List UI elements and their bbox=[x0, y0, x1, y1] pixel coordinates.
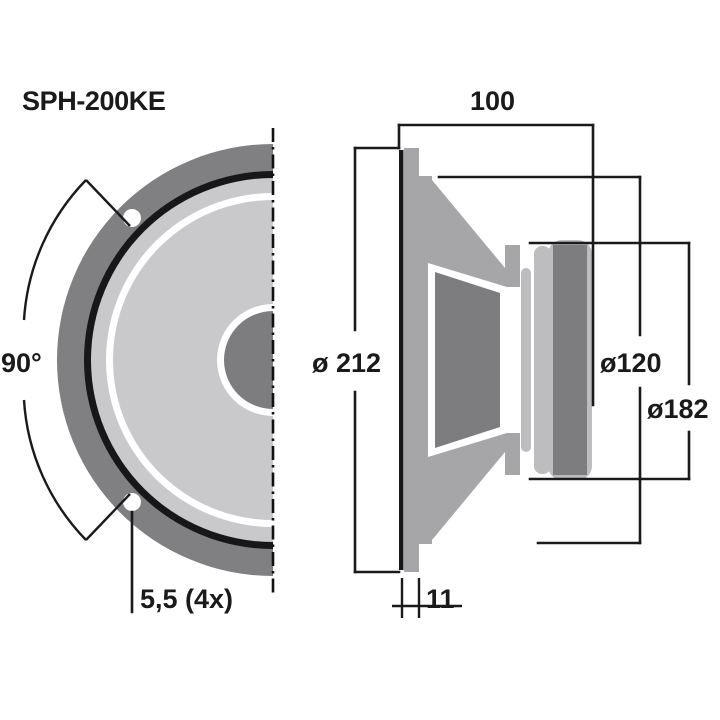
flange-gasket-line bbox=[399, 150, 404, 570]
angle-arc-lower bbox=[22, 399, 87, 541]
mounting-flange bbox=[404, 148, 419, 572]
cutout-diameter-label: ø120 bbox=[600, 348, 662, 378]
outer-diameter-dimension: ø 212 bbox=[312, 146, 401, 574]
cutout-diameter-dimension: ø120 bbox=[437, 175, 662, 545]
mounting-hole-bottom bbox=[123, 493, 141, 511]
bolt-circle-dimension: ø182 bbox=[528, 241, 709, 481]
cone-section bbox=[435, 272, 500, 448]
hole-size-label: 5,5 (4x) bbox=[140, 584, 233, 614]
cone-inner bbox=[113, 200, 273, 520]
bolt-circle-label: ø182 bbox=[647, 394, 709, 424]
speaker-section-body bbox=[399, 148, 592, 572]
speaker-front-body bbox=[57, 144, 273, 576]
flange-thickness-label: 11 bbox=[426, 584, 455, 614]
front-view-group: 90° 5,5 (4x) bbox=[1, 128, 275, 614]
hole-dimension-group: 5,5 (4x) bbox=[130, 510, 233, 614]
angle-arc-upper bbox=[22, 179, 87, 321]
magnet-core bbox=[553, 245, 587, 475]
mounting-hole-top bbox=[123, 209, 141, 227]
dustcap bbox=[224, 311, 273, 409]
angle-leader-lower bbox=[85, 493, 131, 541]
magnet-backplate-ring bbox=[534, 246, 551, 474]
depth-dimension-100: 100 bbox=[397, 86, 595, 407]
page-title: SPH-200KE bbox=[22, 86, 165, 116]
depth-label: 100 bbox=[470, 86, 515, 116]
angle-leader-upper bbox=[85, 179, 131, 227]
flange-thickness-dimension: 11 bbox=[392, 578, 462, 618]
outer-diameter-label: ø 212 bbox=[312, 348, 381, 378]
section-view-group: 100 ø 212 ø120 bbox=[312, 86, 709, 618]
angle-label: 90° bbox=[1, 348, 42, 378]
spider-ring bbox=[521, 268, 531, 452]
angle-dimension-90: 90° bbox=[1, 179, 131, 541]
